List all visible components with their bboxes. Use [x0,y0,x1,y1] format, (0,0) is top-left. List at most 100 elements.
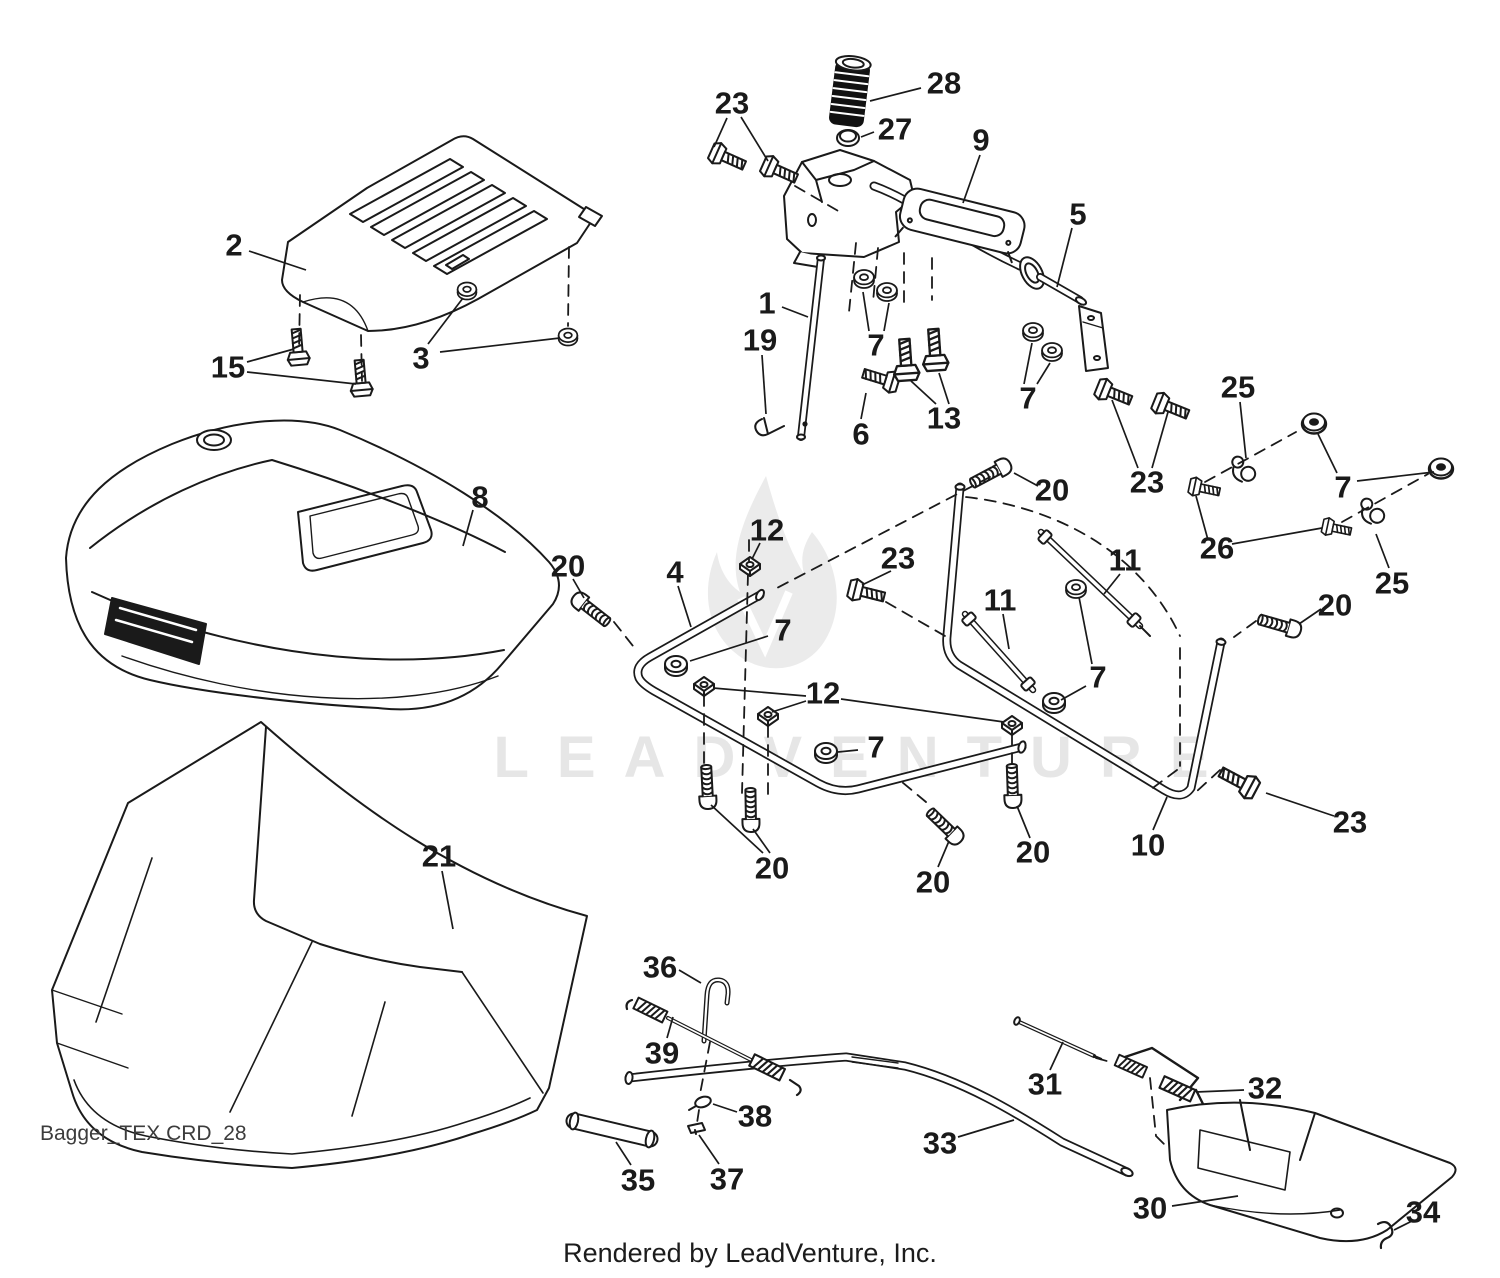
leader-line-7 [1317,433,1338,474]
chute-part-30 [1166,1099,1457,1243]
callout-32: 32 [1248,1071,1282,1106]
callout-2: 2 [225,228,242,263]
leader-line-15 [246,348,295,363]
front-support-part-4 [633,588,1027,795]
leader-line-7 [1023,342,1033,385]
callout-25: 25 [1221,370,1255,405]
leader-line-11 [1002,613,1010,650]
mount-plate [1078,305,1109,372]
leader-line-2 [248,250,307,271]
hood-part-8 [65,419,560,711]
footer-text: Rendered by LeadVenture, Inc. [563,1238,937,1268]
callout-37: 37 [710,1162,744,1197]
callout-35: 35 [621,1163,655,1198]
callout-20: 20 [1016,835,1050,870]
leader-line-4 [677,585,692,628]
bolt-part-6 [859,361,903,396]
leader-line-7 [1060,685,1087,701]
leader-line-1 [781,306,809,318]
leader-line-12 [771,700,807,713]
callout-7: 7 [1019,381,1036,416]
watermark-text: LEADVENTURE [493,725,1236,790]
leader-line-19 [761,354,767,415]
callout-6: 6 [852,417,869,452]
leader-line-7 [1356,471,1435,482]
callout-10: 10 [1131,828,1165,863]
clip-part-38 [688,1095,712,1111]
callout-20: 20 [1318,588,1352,623]
leader-line-3 [439,337,561,353]
watermark-flame-icon [707,476,837,669]
leader-line-23 [1265,792,1335,817]
leader-line-11 [1103,573,1121,595]
leader-line-15 [246,371,357,385]
callout-9: 9 [972,123,989,158]
latch-handle-part-9 [894,187,1026,264]
leader-line-7 [1078,596,1093,665]
callout-36: 36 [643,950,677,985]
callout-31: 31 [1028,1067,1062,1102]
rear-support-part-10 [942,482,1227,800]
leader-line-8 [462,509,474,547]
callout-23: 23 [715,86,749,121]
callout-38: 38 [738,1099,772,1134]
rod-part-31 [1013,1016,1103,1061]
leader-line-26 [1195,495,1209,541]
lever-tube-part-33 [624,1052,1134,1178]
leader-line-25 [1375,533,1390,569]
watermark-flame-v [737,590,793,658]
leader-line-5 [1056,227,1073,288]
leader-line-33 [957,1119,1015,1138]
leader-line-9 [962,154,981,204]
callout-30: 30 [1133,1191,1167,1226]
leader-line-32 [1195,1089,1245,1093]
callout-20: 20 [551,549,585,584]
leader-line-34 [1393,1220,1413,1231]
callout-39: 39 [645,1036,679,1071]
leader-line-20 [937,840,950,868]
leader-line-20 [1016,805,1031,839]
leader-line-7 [1036,362,1051,385]
leader-line-25 [1239,401,1247,459]
callout-20: 20 [755,851,789,886]
callout-7: 7 [1089,660,1106,695]
leader-line-23 [713,117,728,148]
callout-26: 26 [1200,531,1234,566]
callout-13: 13 [927,401,961,436]
spring-part-32 [1113,1046,1205,1106]
pin-part-1 [796,254,826,441]
leader-line-28 [869,87,922,102]
leader-line-38 [712,1103,738,1113]
leader-line-23 [1111,399,1139,469]
leader-line-7 [862,291,870,332]
leader-lines [246,87,1435,1231]
callout-23: 23 [881,541,915,576]
callout-23: 23 [1333,805,1367,840]
leader-line-20 [572,578,585,599]
callout-15: 15 [211,350,245,385]
grip-part-28 [829,55,872,128]
leader-line-7 [689,635,769,662]
sleeve-part-35 [565,1111,659,1149]
callout-11: 11 [1109,543,1142,578]
leader-line-20 [1298,608,1322,625]
leader-line-31 [1049,1041,1064,1071]
callout-20: 20 [916,865,950,900]
callout-21: 21 [422,839,456,874]
leader-line-30 [1171,1195,1239,1207]
leader-line-37 [698,1134,720,1165]
hardware-cluster-right [1186,412,1455,541]
leader-line-36 [678,969,702,984]
callout-19: 19 [743,323,777,358]
hook-pin-part-36 [701,977,731,1044]
diagram-code-text: Bagger_TEX CRD_28 [40,1122,247,1145]
cotter-pin-part-19 [754,417,785,437]
handle-bracket [783,149,915,268]
watermark: LEADVENTURE [493,476,1236,790]
callout-12: 12 [806,676,840,711]
brace-part-11-right [1037,528,1151,637]
leader-line-20 [752,828,771,854]
leader-line-13 [910,380,937,405]
push-nut-part-37 [687,1122,706,1135]
